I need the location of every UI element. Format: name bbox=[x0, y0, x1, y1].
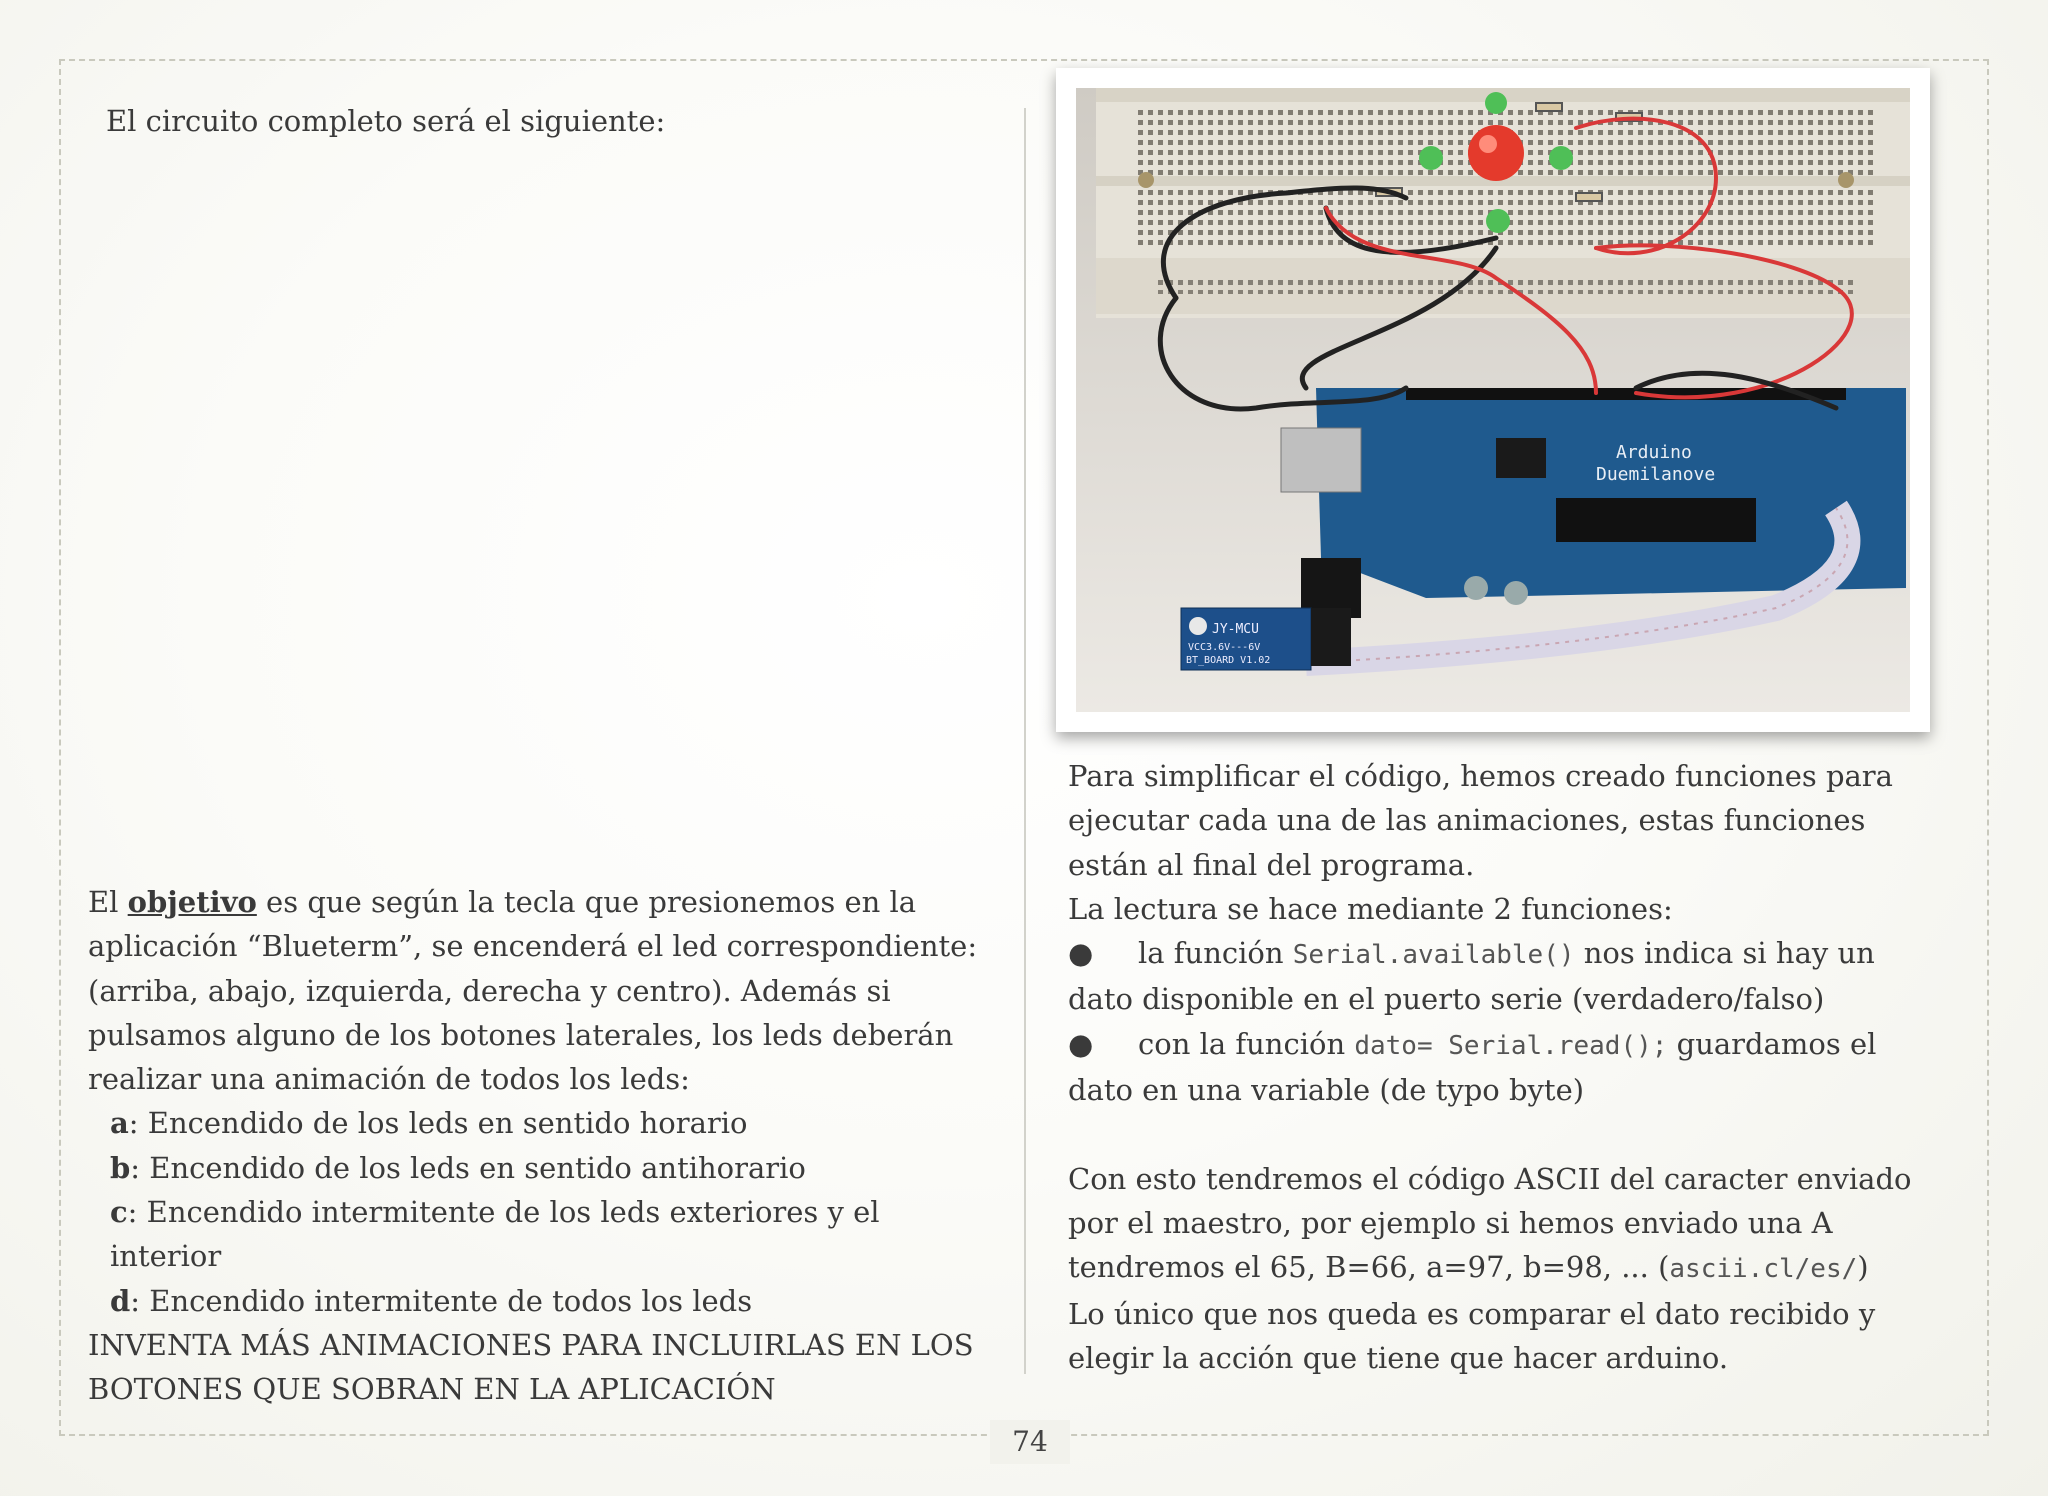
intro-text: El circuito completo será el siguiente: bbox=[106, 104, 666, 138]
ascii-text-end: ) bbox=[1857, 1250, 1869, 1285]
caps-note: INVENTA MÁS ANIMACIONES PARA INCLUIRLAS … bbox=[88, 1327, 974, 1407]
spacer bbox=[1068, 1112, 1948, 1156]
circuit-illustration: Arduino Duemilanove JY-MCU VCC3.6V---6V … bbox=[1076, 88, 1910, 712]
code-serial-available: Serial.available() bbox=[1292, 940, 1575, 971]
page-number-box: 74 bbox=[990, 1420, 1070, 1464]
leds bbox=[1419, 92, 1573, 233]
option-text: : Encendido intermitente de todos los le… bbox=[130, 1283, 753, 1318]
wires bbox=[1157, 116, 1854, 412]
option-c: c: Encendido intermitente de los leds ex… bbox=[88, 1190, 988, 1279]
module-board: BT_BOARD V1.02 bbox=[1186, 655, 1270, 666]
option-key: c bbox=[110, 1195, 128, 1230]
bullet-text: con la función bbox=[1138, 1026, 1355, 1061]
compare-paragraph: Lo único que nos queda es comparar el da… bbox=[1068, 1296, 1876, 1375]
module-voltage: VCC3.6V---6V bbox=[1188, 642, 1260, 653]
ascii-text: Con esto tendremos el código ASCII del c… bbox=[1068, 1161, 1912, 1285]
bluetooth-module: JY-MCU VCC3.6V---6V BT_BOARD V1.02 bbox=[1180, 607, 1351, 671]
bullet-icon: ● bbox=[1068, 936, 1094, 971]
circuit-photo-frame: Arduino Duemilanove JY-MCU VCC3.6V---6V … bbox=[1056, 68, 1930, 732]
ascii-link[interactable]: ascii.cl/es/ bbox=[1669, 1254, 1858, 1285]
option-key: b bbox=[110, 1150, 131, 1185]
simplify-paragraph: Para simplificar el código, hemos creado… bbox=[1068, 759, 1893, 882]
option-b: b: Encendido de los leds en sentido anti… bbox=[88, 1146, 988, 1190]
option-a: a: Encendido de los leds en sentido hora… bbox=[88, 1101, 988, 1145]
bullet-read: ● con la función dato= Serial.read(); gua… bbox=[1068, 1022, 1948, 1113]
right-column-text: Para simplificar el código, hemos creado… bbox=[1068, 754, 1948, 1380]
option-text: : Encendido intermitente de los leds ext… bbox=[110, 1195, 880, 1274]
bullet-text: guardamos el dato en una variable (de ty… bbox=[1068, 1026, 1877, 1108]
page-number: 74 bbox=[1012, 1425, 1048, 1458]
code-serial-read: dato= Serial.read(); bbox=[1354, 1030, 1668, 1061]
bullet-text: nos indica si hay un dato disponible en … bbox=[1068, 936, 1875, 1017]
objective-keyword: objetivo bbox=[127, 885, 257, 919]
para-rest: es que según la tecla que presionemos en… bbox=[88, 885, 978, 1097]
option-key: a bbox=[110, 1106, 129, 1141]
board-label-2: Duemilanove bbox=[1596, 464, 1715, 485]
reading-paragraph: La lectura se hace mediante 2 funciones: bbox=[1068, 891, 1673, 926]
option-key: d bbox=[110, 1283, 131, 1318]
board-label-1: Arduino bbox=[1616, 442, 1692, 463]
option-text: : Encendido de los leds en sentido antih… bbox=[130, 1150, 806, 1185]
left-column-text: El objetivo es que según la tecla que pr… bbox=[88, 880, 988, 1412]
circuit-photo: Arduino Duemilanove JY-MCU VCC3.6V---6V … bbox=[1076, 88, 1910, 712]
column-divider bbox=[1024, 108, 1026, 1374]
bullet-text: la función bbox=[1138, 936, 1293, 971]
bullet-icon: ● bbox=[1068, 1026, 1094, 1061]
ascii-paragraph: Con esto tendremos el código ASCII del c… bbox=[1068, 1157, 1948, 1292]
option-text: : Encendido de los leds en sentido horar… bbox=[128, 1106, 748, 1141]
module-label: JY-MCU bbox=[1212, 622, 1259, 637]
option-d: d: Encendido intermitente de todos los l… bbox=[88, 1279, 988, 1323]
para-prefix: El bbox=[88, 885, 128, 919]
objective-paragraph: El objetivo es que según la tecla que pr… bbox=[88, 880, 988, 1101]
bullet-available: ● la función Serial.available() nos indic… bbox=[1068, 931, 1948, 1022]
